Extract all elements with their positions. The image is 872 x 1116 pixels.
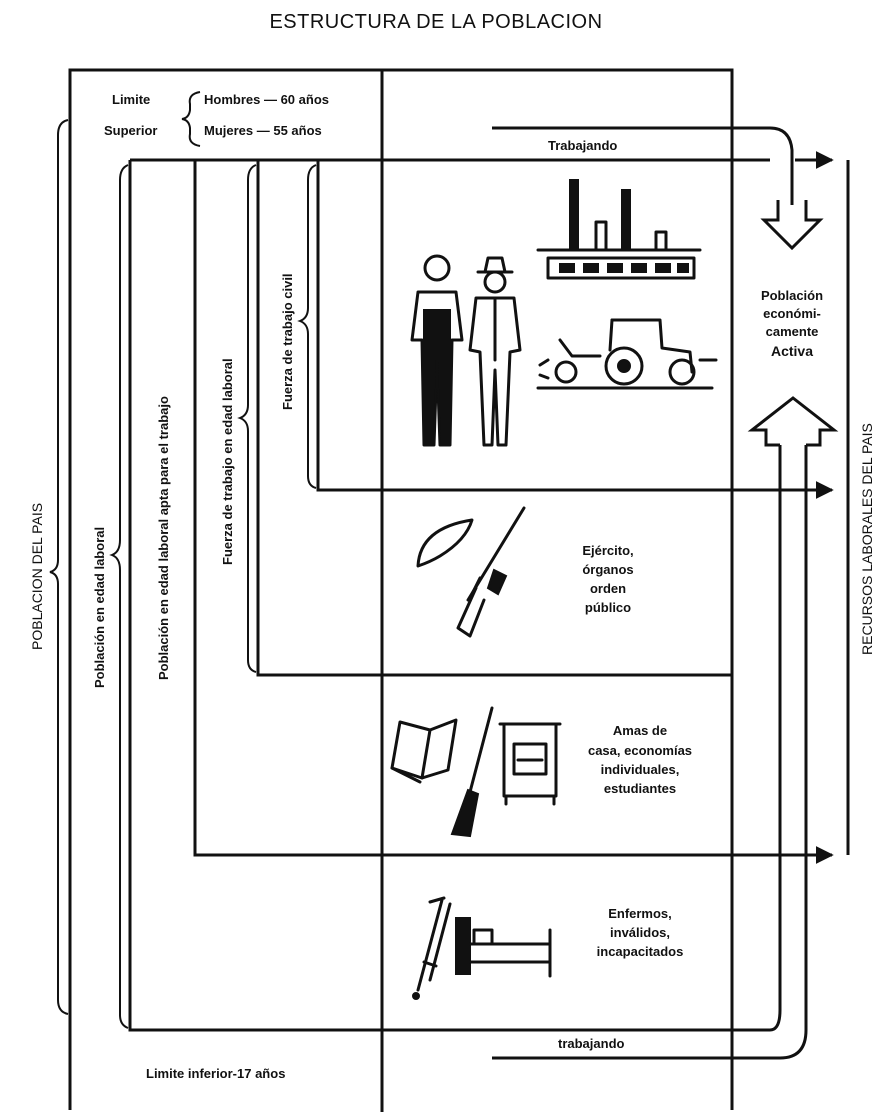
civil-labor-frame <box>316 160 810 492</box>
book-icon <box>390 718 458 784</box>
stove-icon <box>498 722 562 806</box>
sick-line-3: incapacitados <box>597 944 684 959</box>
label-apta: Población en edad laboral apta para el t… <box>156 396 171 680</box>
top-flow-line <box>492 126 794 205</box>
homemakers-line-3: individuales, <box>601 762 680 777</box>
military-line-1: Ejército, <box>582 543 633 558</box>
upper-limit-label-2: Superior <box>104 123 157 138</box>
tractor-icon <box>536 318 718 390</box>
diagram-title: ESTRUCTURA DE LA POBLACION <box>269 11 602 33</box>
top-flow-arrowhead <box>760 200 824 251</box>
active-pop-1: Población <box>761 288 823 303</box>
upper-limit-label-1: Limite <box>112 92 150 107</box>
label-poblacion-pais: POBLACION DEL PAIS <box>29 503 45 650</box>
military-line-3: orden <box>590 581 626 596</box>
brace-poblacion-pais <box>49 119 69 1015</box>
women-limit: Mujeres — 55 años <box>204 123 322 138</box>
men-limit: Hombres — 60 años <box>204 92 329 107</box>
brace-fuerza-edad <box>237 164 257 673</box>
sick-line-2: inválidos, <box>610 925 670 940</box>
outer-frame <box>68 68 734 1110</box>
label-edad-laboral: Población en edad laboral <box>92 527 107 688</box>
workers-icon <box>410 254 522 447</box>
bottom-flow-arrowhead <box>747 396 839 447</box>
active-pop-4: Activa <box>771 343 813 359</box>
homemakers-line-2: casa, economías <box>588 743 692 758</box>
helmet-icon <box>416 518 474 568</box>
bottom-flow-line-inner <box>732 445 782 1032</box>
factory-icon <box>536 179 702 280</box>
sick-line-1: Enfermos, <box>608 906 672 921</box>
bed-icon <box>455 917 552 978</box>
upper-limit-brace <box>181 91 201 147</box>
broom-icon <box>450 706 494 838</box>
rifle-icon <box>456 506 526 638</box>
label-fuerza-edad: Fuerza de trabajo en edad laboral <box>220 358 235 565</box>
label-fuerza-civil: Fuerza de trabajo civil <box>280 273 295 410</box>
apt-frame <box>193 160 810 857</box>
military-line-2: órganos <box>582 562 633 577</box>
crutch-icon <box>412 896 452 1000</box>
active-pop-3: camente <box>766 324 819 339</box>
brace-fuerza-civil <box>297 164 317 489</box>
brace-edad-laboral <box>109 164 129 1029</box>
labor-force-frame <box>256 160 732 677</box>
military-line-4: público <box>585 600 631 615</box>
homemakers-line-4: estudiantes <box>604 781 676 796</box>
bottom-flow-label: trabajando <box>558 1036 625 1051</box>
bottom-flow-line <box>492 445 808 1060</box>
top-flow-label: Trabajando <box>548 138 617 153</box>
lower-limit-label: Limite inferior-17 años <box>146 1066 285 1081</box>
active-pop-2: económi- <box>763 306 821 321</box>
working-age-frame <box>128 160 740 1032</box>
homemakers-line-1: Amas de <box>613 723 667 738</box>
label-recursos: RECURSOS LABORALES DEL PAIS <box>859 423 872 655</box>
